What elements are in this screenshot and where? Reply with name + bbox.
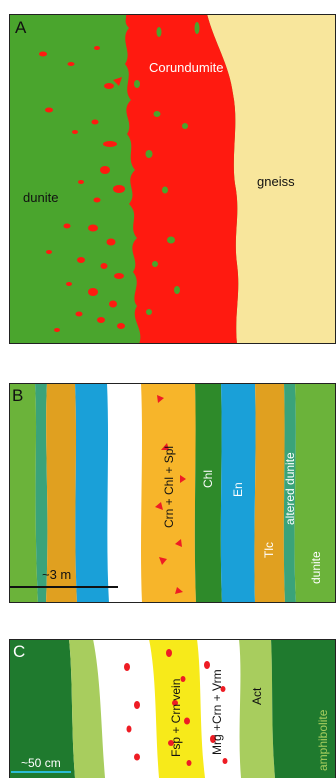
dunite-label: dunite (23, 190, 58, 205)
scale-label-b: ~3 m (42, 567, 71, 582)
red-grains-c (124, 649, 228, 766)
dark-green-layer-left (9, 639, 75, 778)
amphibolite-layer (271, 639, 336, 778)
scale-label-c: ~50 cm (21, 756, 61, 770)
altered-dunite-label: altered dunite (283, 452, 297, 525)
chl-layer (194, 383, 222, 603)
panel-a-letter: A (15, 18, 27, 37)
corundumite-zone (125, 14, 239, 344)
corundumite-inclusions (39, 46, 125, 332)
panel-b-letter: B (12, 386, 23, 405)
panel-a: A Corundumite dunite gneiss (9, 14, 336, 344)
amphibolite-label: amphibolite (316, 709, 330, 771)
act-layer (239, 639, 275, 778)
dunite-inclusions (134, 22, 200, 315)
en-label: En (231, 482, 245, 497)
panel-b: B ~3 m Crn + Chl + Spl Chl En Tlc altere… (9, 383, 336, 603)
crn-chl-spl-label: Crn + Chl + Spl (162, 446, 176, 528)
green-layer-left (9, 383, 38, 603)
altered-dunite-layer (283, 383, 296, 603)
gneiss-label: gneiss (257, 174, 295, 189)
blue-layer-left (75, 383, 109, 603)
panel-c: C ~50 cm Fsp + Crn vein Mrg +Crn + Vrm A… (9, 639, 336, 778)
tlc-layer (254, 383, 285, 603)
mrg-crn-vrm-label: Mrg +Crn + Vrm (210, 669, 224, 755)
panel-c-letter: C (13, 642, 25, 661)
en-layer (220, 383, 256, 603)
teal-layer-left (35, 383, 48, 603)
tlc-label: Tlc (262, 542, 276, 558)
light-green-layer-left (69, 639, 105, 778)
corundumite-label: Corundumite (149, 60, 223, 75)
chl-label: Chl (201, 470, 215, 488)
red-grains-b (155, 395, 186, 594)
dunite-label-b: dunite (309, 551, 323, 584)
crn-chl-spl-layer (141, 383, 196, 603)
orange-layer-left (46, 383, 77, 603)
gneiss-zone (207, 14, 336, 344)
fsp-crn-vein-label: Fsp + Crn vein (169, 679, 183, 757)
dunite-layer-right (294, 383, 336, 603)
fsp-crn-vein-layer (149, 639, 205, 778)
act-label: Act (250, 687, 264, 705)
